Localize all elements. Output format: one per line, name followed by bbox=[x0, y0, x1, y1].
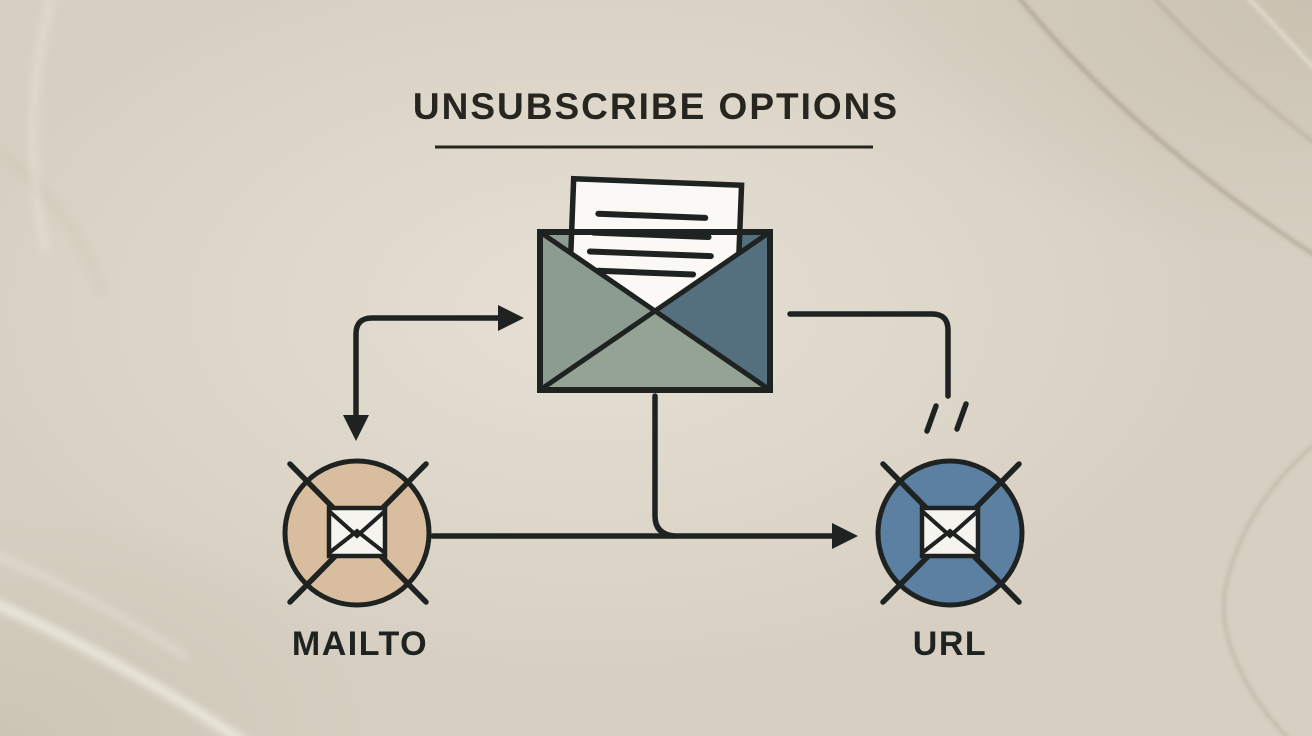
arrowhead-into-envelope bbox=[498, 305, 524, 331]
url-label: URL bbox=[912, 625, 988, 663]
connector-arrows bbox=[343, 305, 969, 549]
line-envelope-down bbox=[652, 393, 677, 539]
envelope-fold-lines bbox=[537, 229, 773, 393]
url-arrow-dash-2 bbox=[954, 401, 969, 432]
url-arrow-dash-1 bbox=[924, 403, 939, 434]
arrowhead-right-to-url bbox=[832, 523, 858, 549]
mailto-node bbox=[282, 458, 432, 608]
url-node bbox=[875, 458, 1025, 608]
mailto-label: MAILTO bbox=[291, 625, 429, 663]
envelope-icon bbox=[919, 505, 981, 559]
envelope-outline bbox=[537, 229, 773, 393]
open-envelope-icon bbox=[537, 175, 773, 393]
arrow-elbow-left bbox=[353, 315, 503, 427]
arrow-elbow-right bbox=[787, 311, 951, 399]
envelope-left-flap bbox=[540, 232, 655, 390]
envelope-bottom-flap bbox=[540, 311, 770, 390]
envelope-icon bbox=[326, 505, 388, 559]
page-title: UNSUBSCRIBE OPTIONS bbox=[412, 86, 900, 127]
envelope-right-flap bbox=[655, 232, 770, 390]
arrowhead-down-to-mailto bbox=[343, 415, 369, 441]
